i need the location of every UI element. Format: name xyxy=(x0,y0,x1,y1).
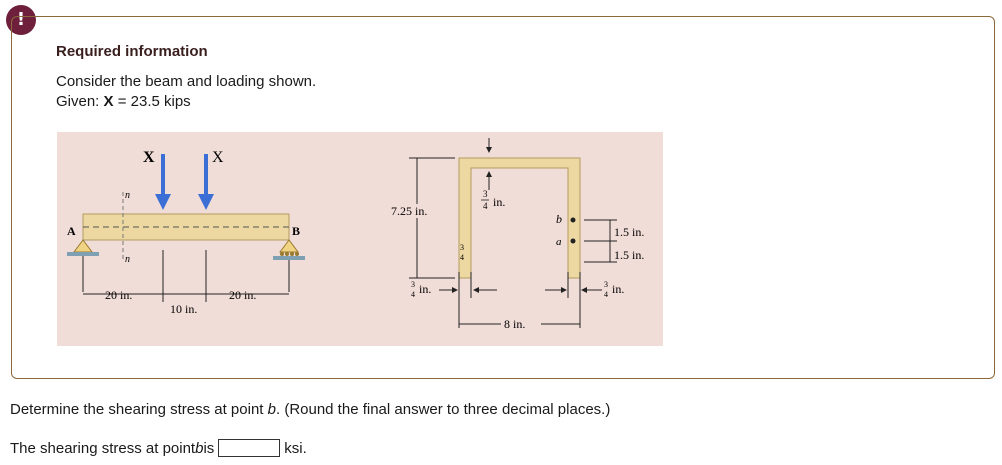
dim-web-left: in. xyxy=(419,282,431,296)
channel-section xyxy=(458,157,581,279)
support-a xyxy=(67,239,99,292)
svg-text:3: 3 xyxy=(604,280,608,289)
svg-text:4: 4 xyxy=(604,290,608,299)
section-mark-bottom: n xyxy=(125,254,130,265)
answer-row: The shearing stress at point b is ksi. xyxy=(10,439,307,457)
dim-height: 7.25 in. xyxy=(391,204,427,218)
beam-diagram-svg: X X n n A B 20 in. 10 in. 20 i xyxy=(67,138,644,331)
dim-top-thickness: in. xyxy=(493,195,505,209)
dim-web-right: in. xyxy=(612,282,624,296)
load-arrow-right xyxy=(198,154,214,210)
svg-text:3: 3 xyxy=(460,243,464,252)
load-arrow-left xyxy=(155,154,171,210)
dim-right: 20 in. xyxy=(229,288,256,302)
point-b-marker xyxy=(570,217,576,223)
section-mark-top: n xyxy=(125,190,130,201)
dim-point-a: 1.5 in. xyxy=(614,248,644,262)
svg-text:4: 4 xyxy=(411,290,415,299)
svg-text:3: 3 xyxy=(411,280,415,289)
dim-left: 20 in. xyxy=(105,288,132,302)
question-text: Determine the shearing stress at point b… xyxy=(10,401,611,418)
required-information-panel xyxy=(11,16,995,379)
svg-text:4: 4 xyxy=(460,253,464,262)
point-a-label: a xyxy=(556,236,562,248)
section-heading: Required information xyxy=(56,43,208,60)
dim-point-b: 1.5 in. xyxy=(614,225,644,239)
given-value: Given: X = 23.5 kips xyxy=(56,93,191,110)
svg-text:3: 3 xyxy=(483,189,488,199)
dim-middle: 10 in. xyxy=(170,302,197,316)
dim-width: 8 in. xyxy=(504,317,525,331)
load-label-right: X xyxy=(212,149,224,166)
point-a-marker xyxy=(570,238,576,244)
point-b-label: b xyxy=(556,212,562,226)
answer-unit: ksi. xyxy=(284,439,307,457)
given-variable: X xyxy=(103,93,114,110)
support-b xyxy=(273,239,305,292)
problem-statement: Consider the beam and loading shown. xyxy=(56,73,317,90)
support-label-b: B xyxy=(292,224,300,238)
load-label-left: X xyxy=(143,149,155,166)
support-label-a: A xyxy=(67,224,76,238)
answer-input[interactable] xyxy=(218,439,281,457)
beam-figure: X X n n A B 20 in. 10 in. 20 i xyxy=(57,132,663,346)
svg-text:4: 4 xyxy=(483,201,488,211)
